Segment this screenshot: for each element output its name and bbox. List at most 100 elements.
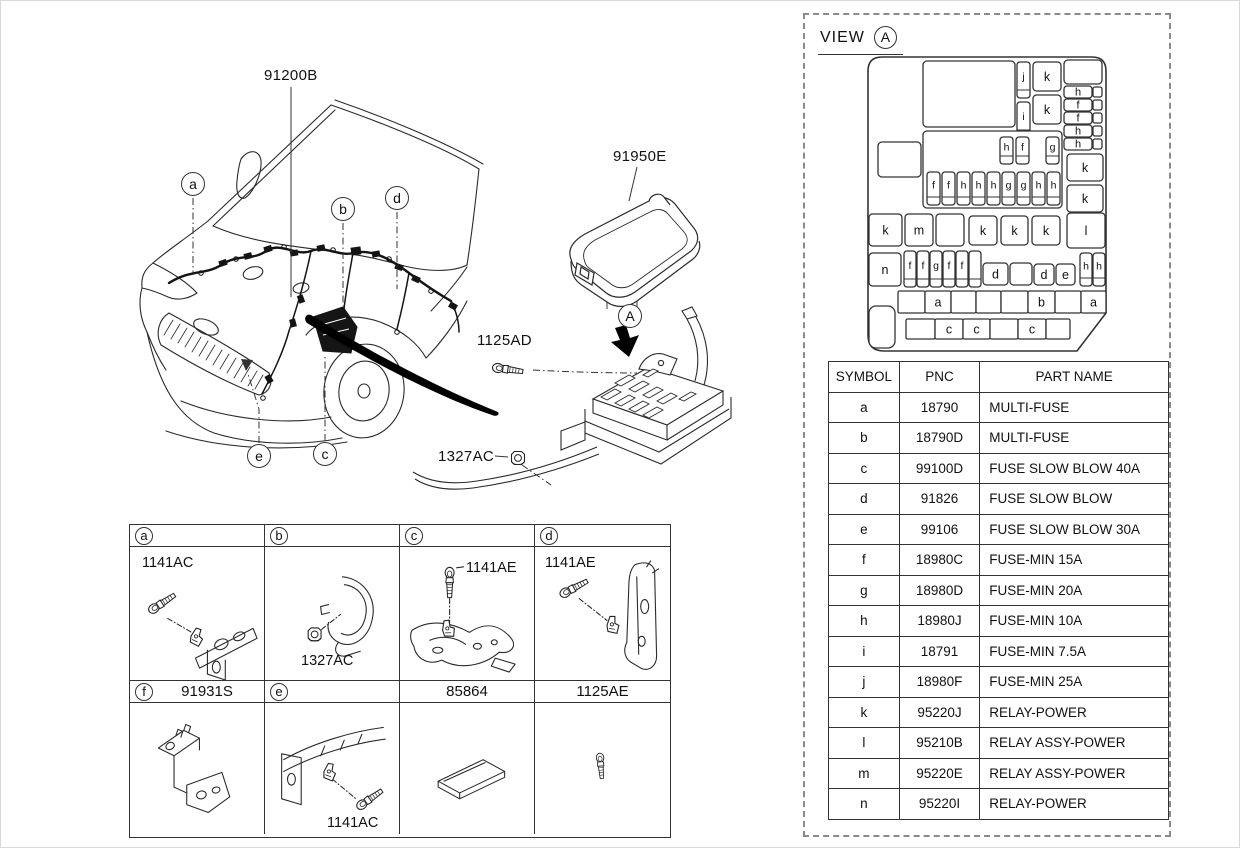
grid-header-b: b <box>265 525 400 547</box>
parts-grid: a b c d 1141AC <box>129 524 671 838</box>
cell-c-illustration <box>410 566 516 673</box>
svg-text:d: d <box>992 268 999 282</box>
svg-text:c: c <box>1029 323 1035 337</box>
nut-icon <box>307 627 322 642</box>
svg-text:e: e <box>1062 268 1069 282</box>
bolt-icon <box>146 590 178 616</box>
grid-cell-f <box>130 703 265 834</box>
svg-text:l: l <box>1085 224 1088 238</box>
junction-box-illustration <box>412 306 732 490</box>
cell-f-illustration <box>157 723 231 814</box>
svg-text:k: k <box>980 224 987 238</box>
svg-text:j: j <box>1021 71 1024 83</box>
bolt-icon <box>354 786 385 812</box>
clip-icon <box>606 615 620 634</box>
leader-arrowhead <box>241 359 253 371</box>
cell-85864-illustration <box>437 759 506 800</box>
svg-text:h: h <box>1051 180 1057 192</box>
svg-text:f: f <box>1076 113 1080 125</box>
svg-text:h: h <box>1083 261 1089 273</box>
svg-text:f: f <box>947 180 950 192</box>
cell-d-label: 1141AE <box>545 555 596 571</box>
svg-text:h: h <box>1075 139 1081 151</box>
grid-number-85864: 85864 <box>446 683 488 700</box>
bolt-icon <box>557 576 590 600</box>
grid-letter-e: e <box>270 682 288 701</box>
svg-text:h: h <box>1075 87 1081 99</box>
svg-text:g: g <box>1021 180 1027 192</box>
main-diagram <box>139 87 732 490</box>
bolt-icon <box>444 566 455 599</box>
svg-text:h: h <box>1004 142 1010 154</box>
svg-text:m: m <box>914 224 924 238</box>
callout-c-badge: c <box>313 442 337 466</box>
grid-header-a: a <box>130 525 265 547</box>
grid-cell-e: 1141AC <box>265 703 400 834</box>
svg-text:k: k <box>1082 192 1089 206</box>
cell-a-illustration <box>146 590 258 680</box>
svg-text:f: f <box>922 260 925 272</box>
symbol-table-header: PART NAME <box>979 361 1169 393</box>
bolt-icon <box>491 362 524 377</box>
grid-number-1125AE: 1125AE <box>576 683 629 700</box>
symbol-table-header: SYMBOL <box>828 361 900 393</box>
svg-text:f: f <box>948 260 951 272</box>
clip-icon <box>188 626 206 648</box>
cell-d-illustration <box>557 560 660 670</box>
grid-cell-a: 1141AC <box>130 547 265 681</box>
grid-header-d: d <box>535 525 670 547</box>
cell-a-label: 1141AC <box>142 555 194 571</box>
grid-header-85864: 85864 <box>400 681 535 703</box>
svg-text:h: h <box>1096 261 1102 273</box>
svg-text:f: f <box>909 260 912 272</box>
fusebox-cover-illustration <box>569 193 701 309</box>
down-arrow-icon <box>611 325 639 357</box>
bolt-part-label: 1125AD <box>477 332 532 349</box>
car-illustration <box>139 99 484 449</box>
svg-text:k: k <box>1044 70 1051 84</box>
svg-text:b: b <box>1038 296 1045 310</box>
cell-1125AE-illustration <box>595 752 607 780</box>
view-a-badge: A <box>618 304 642 328</box>
grid-cell-b: 1327AC <box>265 547 400 681</box>
cell-c-label: 1141AE <box>466 560 517 576</box>
svg-text:k: k <box>1044 103 1051 117</box>
clip-icon <box>440 618 457 639</box>
symbol-table-header: PNC <box>898 361 981 393</box>
cell-b-label: 1327AC <box>301 653 354 669</box>
grid-header-c: c <box>400 525 535 547</box>
svg-text:c: c <box>973 323 979 337</box>
grid-cell-d: 1141AE <box>535 547 670 681</box>
svg-text:g: g <box>1006 180 1012 192</box>
svg-text:a: a <box>1090 296 1097 310</box>
grid-letter-c: c <box>405 526 423 545</box>
callout-e-badge: e <box>247 444 271 468</box>
harness-part-label: 91200B <box>264 67 318 84</box>
svg-text:d: d <box>1041 268 1048 282</box>
grid-number-f: 91931S <box>181 683 233 700</box>
svg-text:h: h <box>976 180 982 192</box>
cell-b-illustration <box>307 576 374 657</box>
grid-cell-c: 1141AE <box>400 547 535 681</box>
svg-text:f: f <box>932 180 935 192</box>
nut-icon <box>510 450 526 466</box>
grid-cell-85864 <box>400 703 535 834</box>
view-title: VIEW A <box>818 26 903 55</box>
svg-text:k: k <box>1082 161 1089 175</box>
grid-letter-f: f <box>135 682 153 701</box>
nut-part-label: 1327AC <box>438 448 495 465</box>
grid-letter-b: b <box>270 526 288 545</box>
svg-text:k: k <box>1043 224 1050 238</box>
callout-a-badge: a <box>181 172 205 196</box>
